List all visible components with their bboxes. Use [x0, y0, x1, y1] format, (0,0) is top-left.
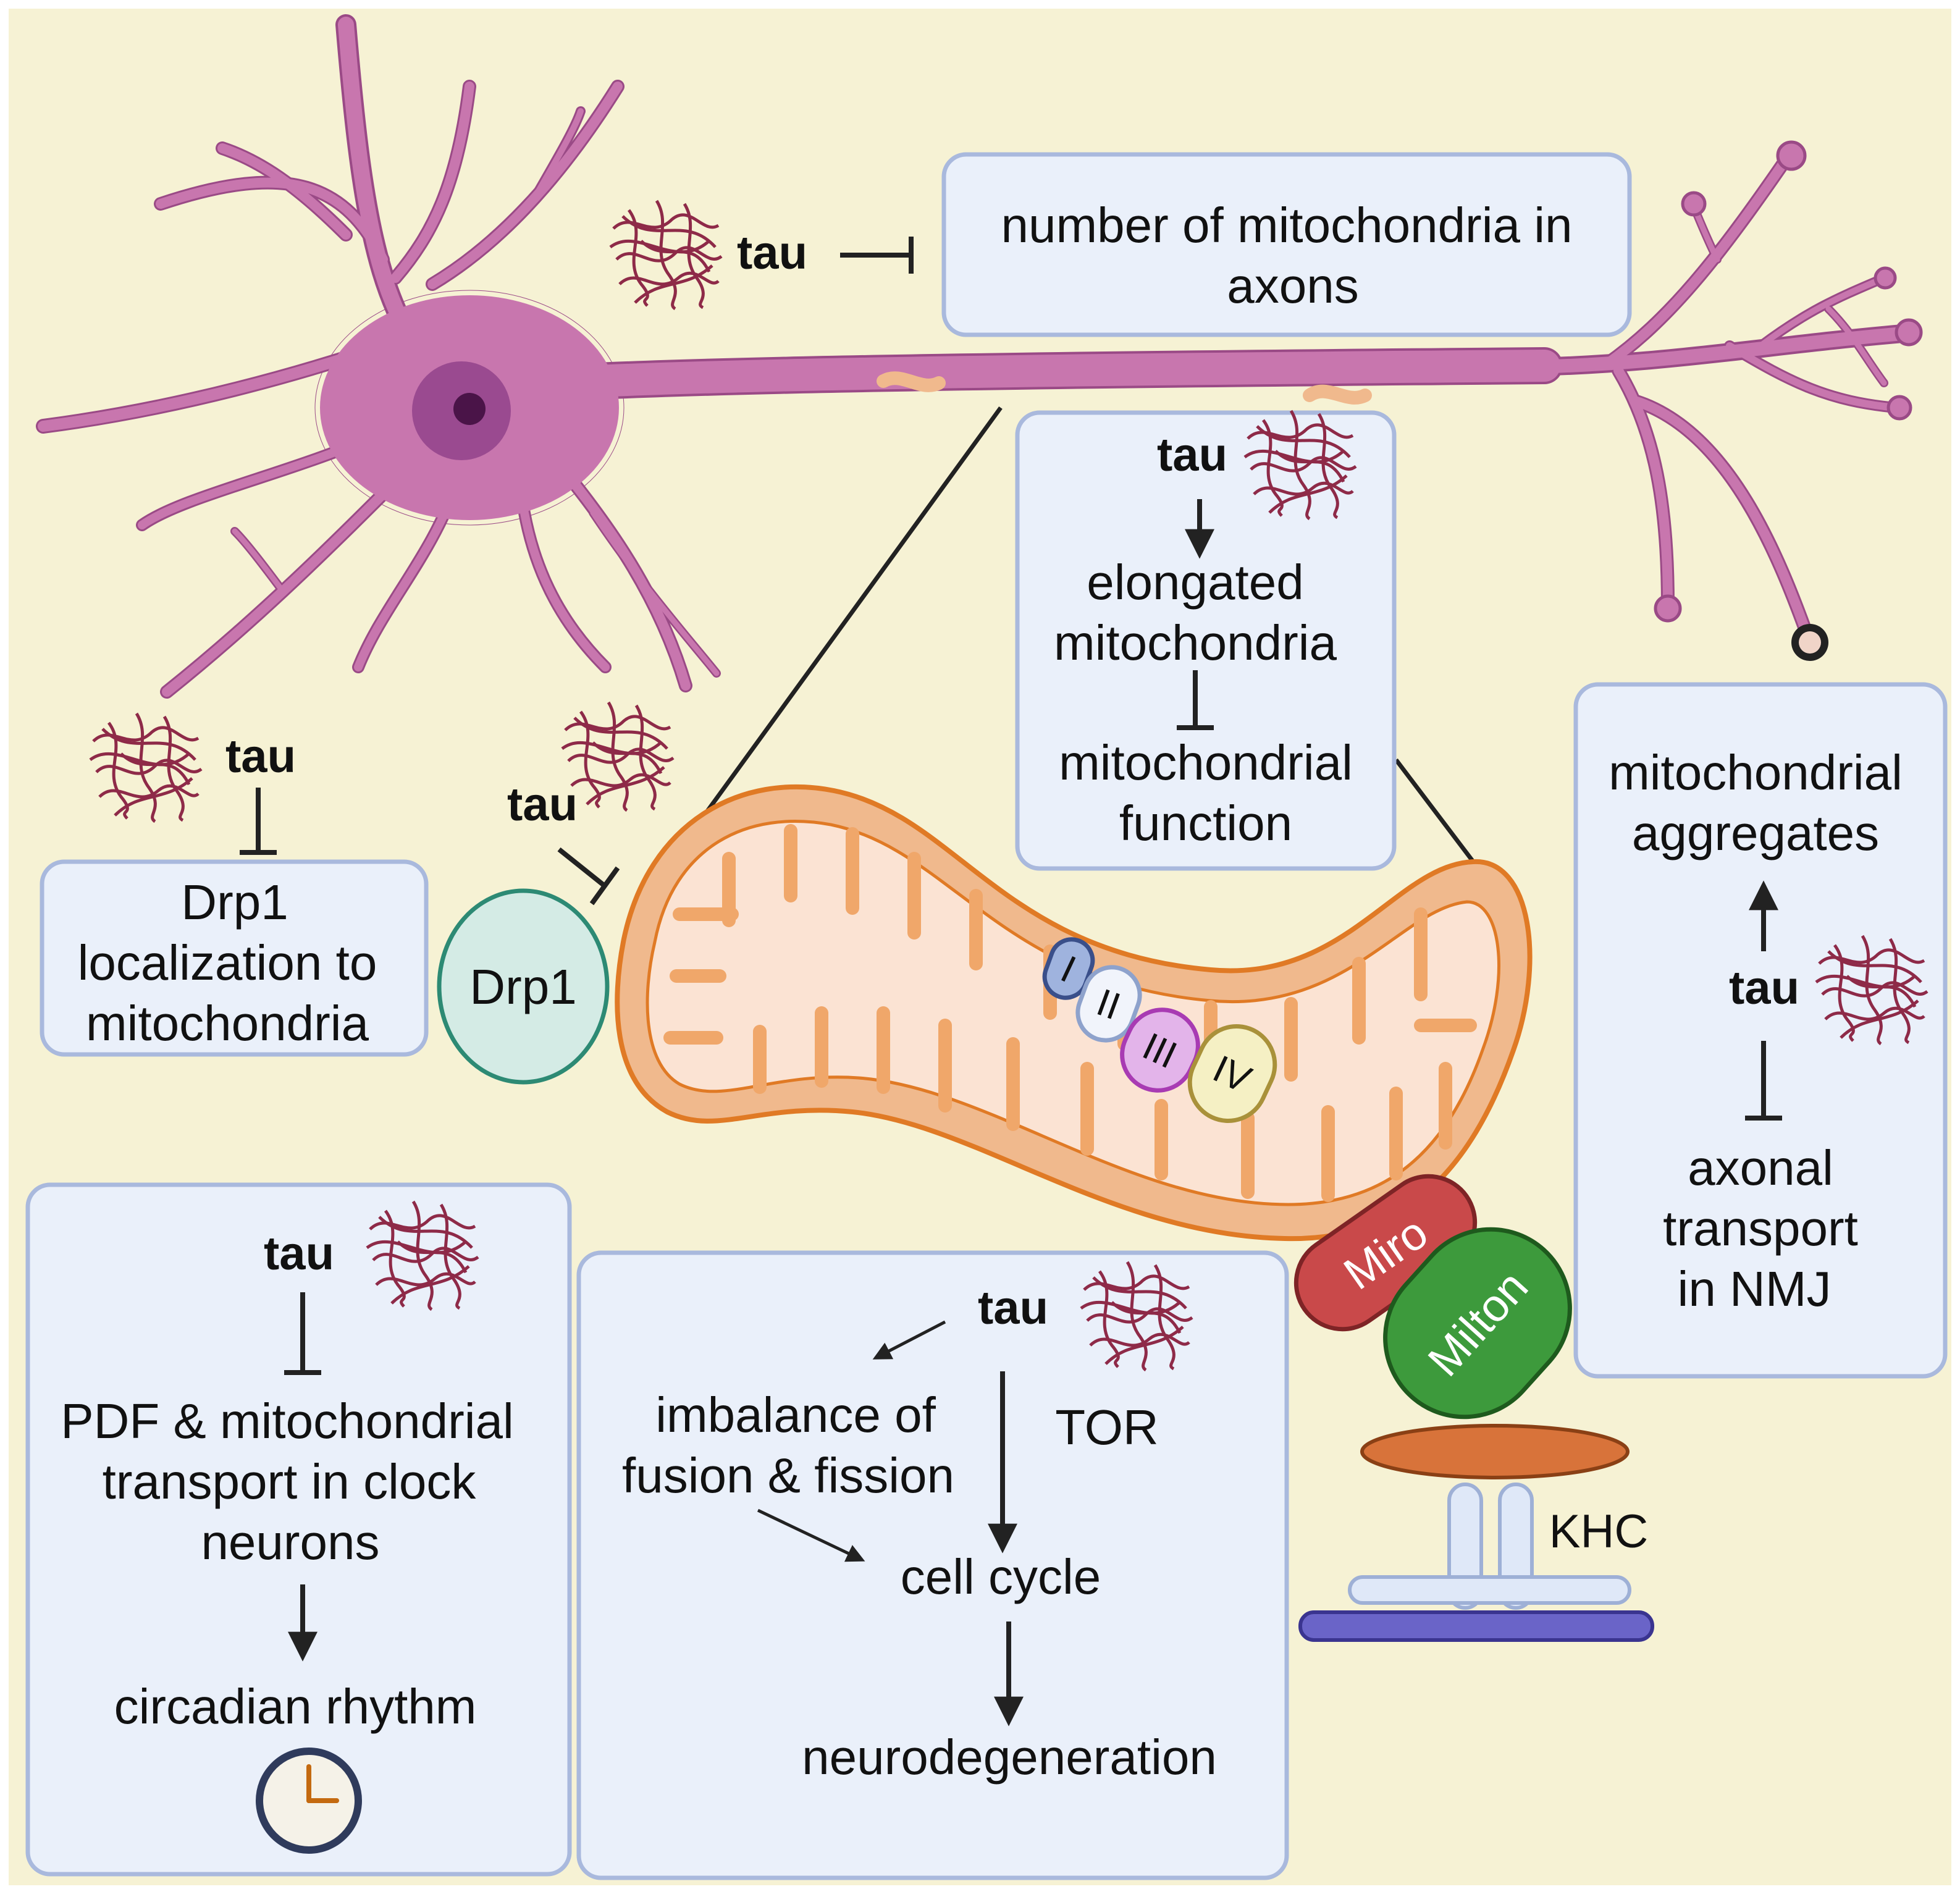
drp1-protein: Drp1: [437, 888, 610, 1085]
elongation-box: tau elongated mitochondria mitochondrial…: [1015, 410, 1397, 871]
zoom-line-left: [702, 406, 1003, 817]
inhibition-arrow: [284, 1292, 321, 1375]
nmj-bottom-line-3: in NMJ: [1678, 1261, 1832, 1316]
nmj-bottom-line-1: axonal: [1688, 1140, 1833, 1195]
clock-line-2: transport in clock: [103, 1454, 477, 1509]
tau-label: tau: [264, 1227, 334, 1280]
inhibition-arrow: [840, 237, 914, 274]
clock-icon: [256, 1748, 362, 1854]
tau-label: tau: [225, 730, 296, 783]
activation-arrow: [757, 1508, 865, 1562]
drp1-box-line-1: Drp1: [181, 875, 288, 930]
cell-cycle-label: cell cycle: [901, 1549, 1101, 1604]
motor-complex: Miro Milton KHC: [1293, 1174, 1654, 1642]
nmj-terminal-icon: [1791, 624, 1828, 661]
axon-number-line-1: number of mitochondria in: [1001, 198, 1573, 253]
imbalance-line-1: imbalance of: [655, 1387, 936, 1442]
axon-number-box: number of mitochondria in axons: [941, 152, 1632, 337]
inhibition-arrow: [557, 847, 620, 906]
tau-label: tau: [1729, 962, 1799, 1014]
tau-label: tau: [737, 227, 807, 279]
elongated-line-2: mitochondria: [1054, 615, 1337, 670]
inhibition-arrow: [240, 788, 277, 855]
axon-mitochondrion-icon: [877, 371, 1372, 405]
clock-box: tau PDF & mitochondrial transport in clo…: [25, 1182, 572, 1877]
inhibition-arrow: [1177, 670, 1214, 730]
function-line-2: function: [1119, 796, 1292, 851]
zoom-line-right: [1394, 758, 1475, 864]
khc-label: KHC: [1549, 1505, 1648, 1558]
elongated-line-1: elongated: [1087, 555, 1303, 610]
mitochondrion-icon: [615, 784, 1533, 1242]
nmj-top-line-1: mitochondrial: [1609, 745, 1903, 800]
drp1-label: Drp1: [469, 959, 576, 1014]
tau-label: tau: [1157, 429, 1227, 481]
respiratory-complexes: I II III IV: [1042, 937, 1277, 1124]
nmj-top-line-2: aggregates: [1632, 805, 1879, 860]
nucleolus: [453, 393, 486, 425]
clock-line-3: neurons: [201, 1515, 379, 1570]
inhibition-arrow: [1745, 1041, 1782, 1121]
nmj-bottom-line-2: transport: [1663, 1201, 1858, 1256]
drp1-box-line-2: localization to: [78, 935, 377, 990]
drp1-localization-box: Drp1 localization to mitochondria: [40, 859, 429, 1057]
neuron-illustration: [36, 14, 1923, 699]
tor-label: TOR: [1055, 1400, 1158, 1455]
tau-label: tau: [978, 1282, 1048, 1334]
function-line-1: mitochondrial: [1059, 735, 1353, 790]
neurodegeneration-box: tau imbalance of fusion & fission TOR ce…: [576, 1250, 1289, 1880]
microtubule: [1298, 1610, 1654, 1642]
circadian-label: circadian rhythm: [114, 1679, 477, 1734]
tau-label: tau: [507, 778, 578, 831]
drp1-box-line-3: mitochondria: [86, 996, 369, 1051]
clock-line-1: PDF & mitochondrial: [61, 1394, 514, 1449]
axon-number-line-2: axons: [1227, 258, 1358, 313]
imbalance-line-2: fusion & fission: [622, 1448, 954, 1503]
nmj-box: mitochondrial aggregates tau axonal tran…: [1573, 682, 1948, 1379]
activation-arrow: [872, 1320, 946, 1360]
neurodegeneration-label: neurodegeneration: [802, 1730, 1217, 1785]
